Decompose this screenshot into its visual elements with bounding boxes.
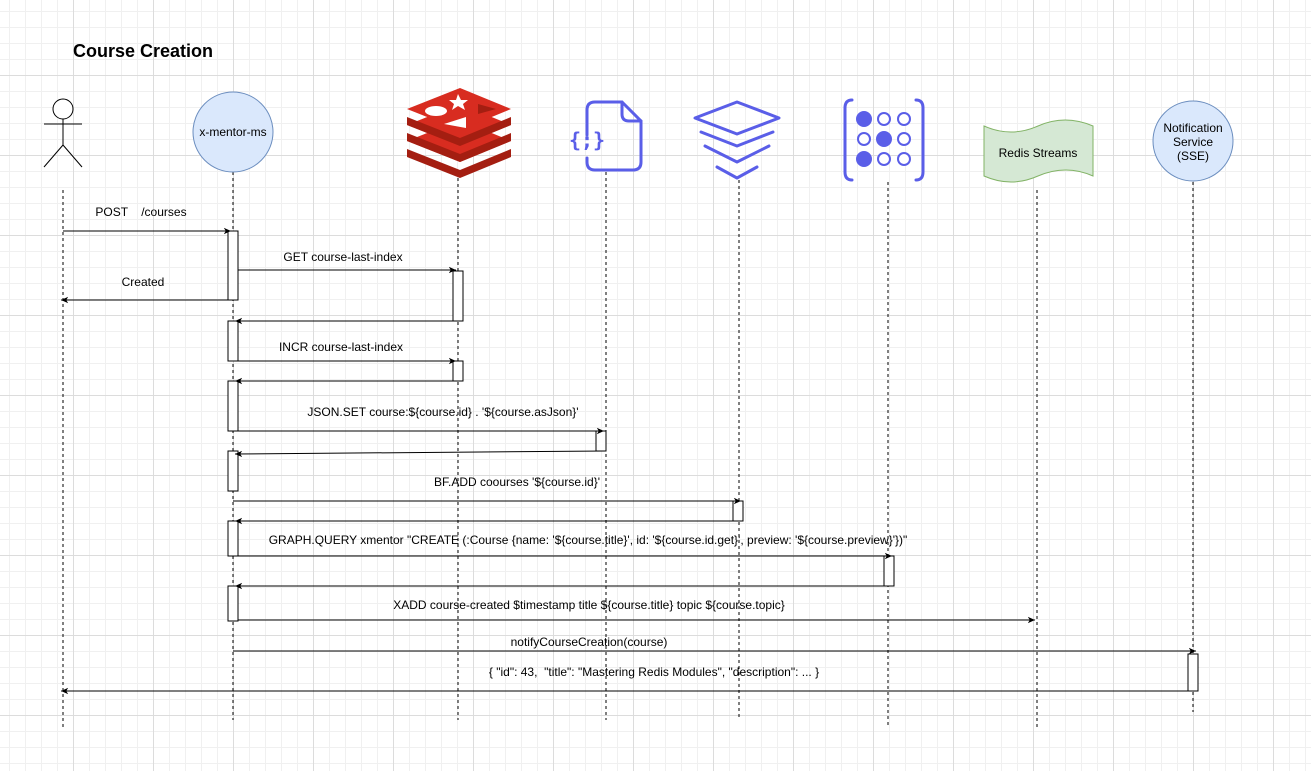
activation-service-2 (227, 320, 239, 362)
message-created-label: Created (122, 275, 165, 289)
layers-stack-icon[interactable] (693, 100, 781, 180)
message-response-label: { "id": 43, "title": "Mastering Redis Mo… (489, 665, 819, 679)
activation-redis-1 (452, 270, 464, 322)
message-json-set-return (234, 450, 607, 458)
participant-label-line2: Service (1173, 135, 1213, 149)
message-post-label: POST /courses (95, 205, 186, 219)
actor-stick-figure-icon[interactable] (43, 98, 83, 168)
json-glyph: {;} (569, 128, 605, 152)
graph-node-dot (897, 152, 911, 166)
activation-service-1 (227, 230, 239, 301)
message-graph-query-label: GRAPH.QUERY xmentor "CREATE (:Course {na… (269, 533, 908, 547)
graph-node-dot (897, 112, 911, 126)
participant-label: Redis Streams (999, 146, 1078, 160)
participant-redis-streams[interactable]: Redis Streams (983, 119, 1094, 183)
activation-service-5 (227, 520, 239, 557)
activation-bloom-1 (732, 500, 744, 522)
graph-node-dot (856, 111, 872, 127)
activation-service-6 (227, 585, 239, 622)
graph-node-dot (897, 132, 911, 146)
message-incr-index-label: INCR course-last-index (279, 340, 403, 354)
participant-label-line1: Notification (1163, 121, 1222, 135)
activation-redis-2 (452, 360, 464, 382)
activation-json-1 (595, 430, 607, 452)
page-title: Course Creation (73, 41, 213, 61)
message-json-set-label: JSON.SET course:${course.id} . '${course… (307, 405, 578, 419)
message-xadd-label: XADD course-created $timestamp title ${c… (393, 598, 785, 612)
participant-notification-service[interactable]: Notification Service (SSE) (1152, 100, 1234, 182)
activation-notification-1 (1187, 653, 1199, 692)
graph-node-dot (876, 131, 892, 147)
message-get-index-label: GET course-last-index (283, 250, 402, 264)
activation-graph-1 (883, 555, 895, 587)
graph-node-dot (857, 132, 871, 146)
json-document-icon[interactable]: {;} (569, 100, 643, 172)
graph-node-dot (877, 152, 891, 166)
message-notify-label: notifyCourseCreation(course) (511, 635, 668, 649)
activation-service-3 (227, 380, 239, 432)
graph-nodes-grid-icon[interactable] (843, 98, 925, 182)
graph-node-dot (856, 151, 872, 167)
message-bf-add-label: BF.ADD coourses '${course.id}' (434, 475, 600, 489)
participant-label: x-mentor-ms (199, 125, 266, 139)
graph-node-dot (877, 112, 891, 126)
participant-x-mentor-ms[interactable]: x-mentor-ms (192, 91, 274, 173)
activation-service-4 (227, 450, 239, 492)
participant-label-line3: (SSE) (1177, 149, 1209, 163)
redis-logo-icon[interactable] (407, 88, 511, 178)
